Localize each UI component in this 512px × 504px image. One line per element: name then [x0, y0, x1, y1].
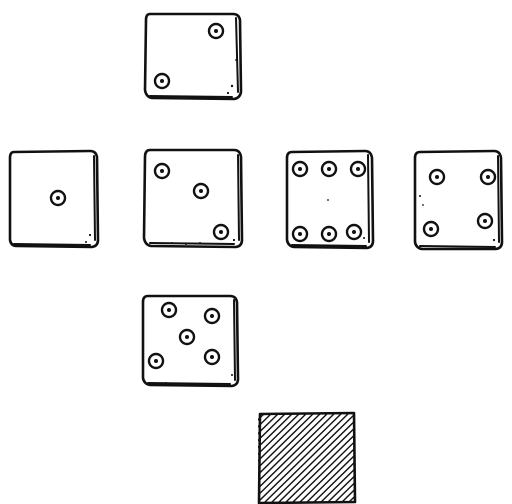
pip [155, 164, 169, 178]
die-hatched [158, 410, 464, 504]
pip [214, 225, 228, 239]
pip [293, 162, 307, 176]
pip [481, 170, 495, 184]
pip [155, 74, 169, 88]
pip [205, 309, 219, 323]
die-right-center [287, 151, 373, 248]
pip [322, 162, 336, 176]
pip [51, 191, 65, 205]
hatch-line [361, 410, 457, 504]
pip [180, 330, 194, 344]
pip [205, 350, 219, 364]
die-bottom [143, 296, 238, 386]
hatch-line [172, 410, 268, 504]
hatch-line [368, 410, 464, 504]
die-left [10, 151, 98, 247]
pip [149, 354, 163, 368]
pip [430, 170, 444, 184]
hatch-line [158, 410, 254, 504]
hatch-line [354, 410, 450, 504]
die-right [415, 151, 502, 249]
pip [162, 303, 176, 317]
pip [209, 24, 223, 38]
pip [293, 227, 307, 241]
pip [478, 214, 492, 228]
pip [322, 227, 336, 241]
pip [351, 162, 365, 176]
pip [194, 184, 208, 198]
die-center [144, 150, 242, 247]
hatch-line [165, 410, 261, 504]
pip [347, 225, 361, 239]
die-top [145, 14, 241, 99]
hatch-line [347, 410, 443, 504]
pip [424, 222, 438, 236]
